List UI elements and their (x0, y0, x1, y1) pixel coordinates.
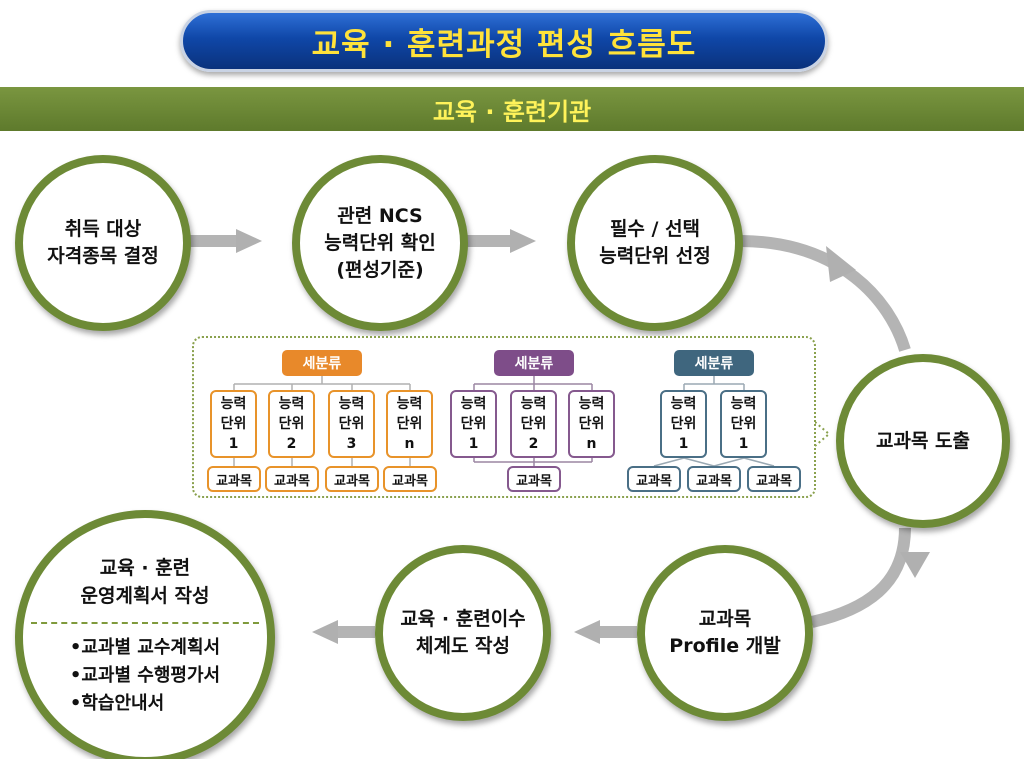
step-text: Profile 개발 (669, 635, 781, 657)
step-choose-units: 필수 / 선택 능력단위 선정 (567, 155, 743, 331)
unit-text: 단위 (220, 416, 247, 432)
unit-text: 단위 (670, 416, 697, 432)
unit-text: 단위 (460, 416, 487, 432)
list-item: •교과별 교수계획서 (69, 637, 221, 658)
dashed-divider (31, 622, 259, 624)
unit-text: 능력 (520, 396, 547, 412)
step-text: 취득 대상 (64, 218, 142, 240)
ability-unit: 능력 단위 2 (510, 390, 557, 458)
unit-number: 3 (346, 436, 357, 452)
category-label-1: 세분류 (282, 350, 362, 376)
page-title: 교육 · 훈련과정 편성 흐름도 (311, 26, 697, 63)
step-text: 운영계획서 작성 (80, 585, 210, 607)
step-text: 교과목 도출 (875, 429, 970, 452)
ability-unit: 능력 단위 1 (660, 390, 707, 458)
course-box: 교과목 (265, 466, 319, 492)
detail-box: 세분류 능력 단위 1 능력 단위 2 능력 단위 3 능력 단위 n 교과목 … (192, 336, 816, 498)
unit-text: 능력 (278, 396, 305, 412)
step-text: 교과목 (698, 608, 752, 630)
operation-plan-list: •교과별 교수계획서 •교과별 수행평가서 •학습안내서 (70, 634, 220, 718)
unit-text: 능력 (220, 396, 247, 412)
unit-number: n (586, 436, 597, 452)
arrow-head-5 (574, 620, 600, 644)
course-box: 교과목 (627, 466, 681, 492)
step-text: 능력단위 선정 (599, 245, 711, 267)
course-box: 교과목 (747, 466, 801, 492)
institution-band: 교육 · 훈련기관 (0, 87, 1024, 131)
unit-number: 1 (678, 436, 689, 452)
step-derive-courses: 교과목 도출 (836, 354, 1010, 528)
course-box: 교과목 (507, 466, 561, 492)
step-text: (편성기준) (336, 258, 424, 281)
unit-text: 능력 (460, 396, 487, 412)
list-item: •교과별 수행평가서 (69, 665, 221, 686)
course-box: 교과목 (207, 466, 261, 492)
institution-label: 교육 · 훈련기관 (432, 97, 592, 126)
unit-text: 단위 (396, 416, 423, 432)
ability-unit: 능력 단위 n (568, 390, 615, 458)
step-select-qualification: 취득 대상 자격종목 결정 (15, 155, 191, 331)
ability-unit: 능력 단위 n (386, 390, 433, 458)
step-text: 자격종목 결정 (47, 245, 159, 267)
unit-number: 2 (528, 436, 539, 452)
list-item: •학습안내서 (69, 693, 165, 714)
ability-unit: 능력 단위 1 (450, 390, 497, 458)
unit-text: 능력 (670, 396, 697, 412)
operation-plan-heading: 교육 · 훈련 운영계획서 작성 (81, 554, 210, 610)
arrow-head-6 (312, 620, 338, 644)
step-text: 체계도 작성 (415, 635, 510, 657)
unit-text: 능력 (578, 396, 605, 412)
step-text: 필수 / 선택 (609, 218, 701, 240)
arrow-head-1 (236, 229, 262, 253)
unit-number: 2 (286, 436, 297, 452)
unit-text: 능력 (338, 396, 365, 412)
unit-number: n (404, 436, 415, 452)
step-check-ncs-units: 관련 NCS 능력단위 확인 (편성기준) (292, 155, 468, 331)
step-text: 능력단위 확인 (324, 231, 436, 254)
unit-text: 단위 (520, 416, 547, 432)
ability-unit: 능력 단위 1 (210, 390, 257, 458)
unit-text: 단위 (578, 416, 605, 432)
category-label-3: 세분류 (674, 350, 754, 376)
unit-text: 단위 (278, 416, 305, 432)
step-text: 교육 · 훈련이수 (400, 608, 526, 630)
unit-text: 능력 (730, 396, 757, 412)
step-text: 교육 · 훈련 (99, 557, 191, 579)
arrow-head-2 (510, 229, 536, 253)
step-completion-chart: 교육 · 훈련이수 체계도 작성 (375, 545, 551, 721)
unit-text: 단위 (338, 416, 365, 432)
ability-unit: 능력 단위 3 (328, 390, 375, 458)
ability-unit: 능력 단위 1 (720, 390, 767, 458)
arrow-head-3 (826, 246, 856, 282)
unit-number: 1 (228, 436, 239, 452)
unit-text: 능력 (396, 396, 423, 412)
course-box: 교과목 (383, 466, 437, 492)
unit-text: 단위 (730, 416, 757, 432)
connector-lines (233, 376, 775, 467)
step-text: 관련 NCS (337, 204, 423, 227)
ability-unit: 능력 단위 2 (268, 390, 315, 458)
course-box: 교과목 (687, 466, 741, 492)
unit-number: 1 (738, 436, 749, 452)
step-operation-plan: 교육 · 훈련 운영계획서 작성 •교과별 교수계획서 •교과별 수행평가서 •… (15, 510, 275, 759)
title-banner: 교육 · 훈련과정 편성 흐름도 (180, 10, 828, 72)
category-label-2: 세분류 (494, 350, 574, 376)
callout-pointer (815, 421, 831, 447)
course-box: 교과목 (325, 466, 379, 492)
unit-number: 1 (468, 436, 479, 452)
arrow-head-4 (900, 552, 930, 578)
step-course-profile: 교과목 Profile 개발 (637, 545, 813, 721)
